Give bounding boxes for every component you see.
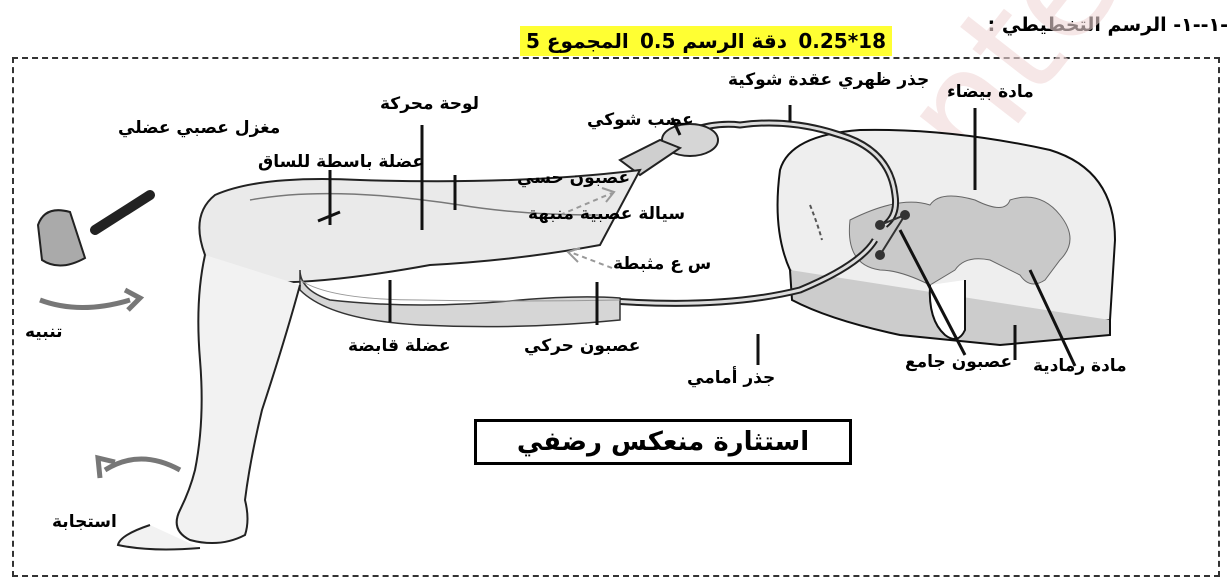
label-flexor-muscle: عضلة قابضة: [348, 336, 451, 356]
label-excitatory-impulse: سيالة عصبية منبهة: [528, 204, 685, 224]
reflex-hammer-icon: [38, 195, 150, 266]
label-response: استجابة: [52, 512, 117, 532]
label-stimulus: تنبيه: [25, 322, 63, 342]
label-motor-plate: لوحة محركة: [380, 94, 479, 114]
label-motor-neuron: عصبون حركي: [524, 336, 640, 356]
spinal-cord: [778, 130, 1115, 345]
label-neuromuscular-spindle: مغزل عصبي عضلي: [118, 118, 280, 138]
label-white-matter: مادة بيضاء: [947, 82, 1034, 102]
label-gray-matter: مادة رمادية: [1033, 356, 1127, 376]
label-inhibitory-synapse: س ع مثبطة: [613, 254, 711, 274]
label-spinal-nerve: عصب شوكي: [587, 110, 694, 130]
label-extensor-muscle: عضلة باسطة للساق: [258, 152, 424, 172]
diagram-title-box: استثارة منعكس رضفي: [474, 419, 852, 465]
label-interneuron: عصبون جامع: [905, 352, 1012, 372]
leg: [118, 170, 640, 549]
label-dorsal-root-ganglion: جذر ظهري عقدة شوكية: [728, 70, 929, 90]
label-ventral-root: جذر أمامي: [687, 368, 775, 388]
label-sensory-neuron: عصبون حسي: [517, 168, 630, 188]
